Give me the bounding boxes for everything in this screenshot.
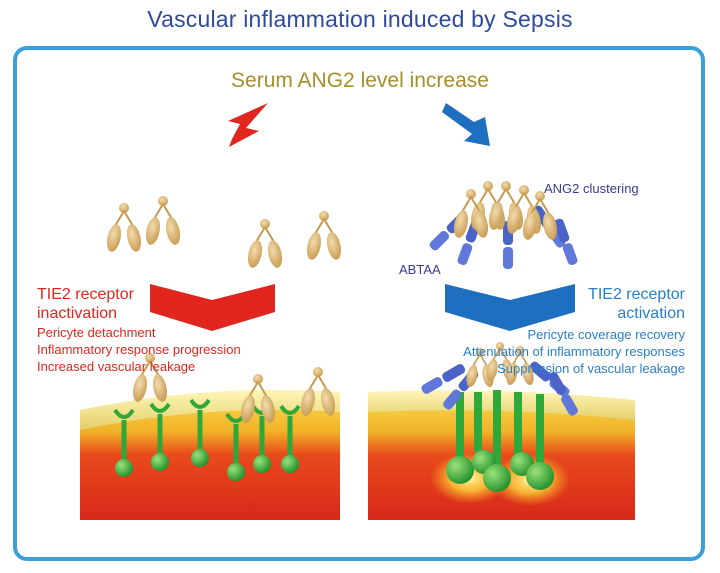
blue-chevron (445, 284, 575, 331)
blue-arrow (442, 103, 490, 146)
page-title: Vascular inflammation induced by Sepsis (147, 6, 573, 32)
effect-item: Increased vascular leakage (37, 359, 196, 374)
red-chevron (150, 284, 275, 331)
diagram-frame (13, 46, 705, 561)
effect-item: Pericyte detachment (37, 325, 156, 340)
ang2-protein (244, 218, 286, 271)
effect-item: Inflammatory response progression (37, 342, 241, 357)
ang2-protein (142, 195, 184, 248)
ang2-protein (303, 210, 345, 263)
red-arrow (228, 103, 268, 147)
ang2-protein (103, 202, 145, 255)
abtaa-label: ABTAA (399, 262, 441, 277)
tie2-receptor-cluster (419, 341, 580, 492)
right-vessel (368, 390, 635, 520)
inactivation-label: TIE2 receptor inactivation (37, 286, 134, 322)
effect-item: Attenuation of inflammatory responses (463, 344, 685, 359)
diagram-subtitle: Serum ANG2 level increase (231, 69, 489, 92)
activation-label: TIE2 receptor activation (588, 286, 685, 322)
effect-item: Pericyte coverage recovery (527, 327, 685, 342)
inactivation-effects: Pericyte detachment Inflammatory respons… (37, 324, 241, 375)
ang2-clustering-label: ANG2 clustering (544, 181, 639, 196)
activation-effects: Pericyte coverage recovery Attenuation o… (463, 326, 685, 377)
effect-item: Suppression of vascular leakage (497, 361, 685, 376)
left-vessel (80, 389, 340, 520)
